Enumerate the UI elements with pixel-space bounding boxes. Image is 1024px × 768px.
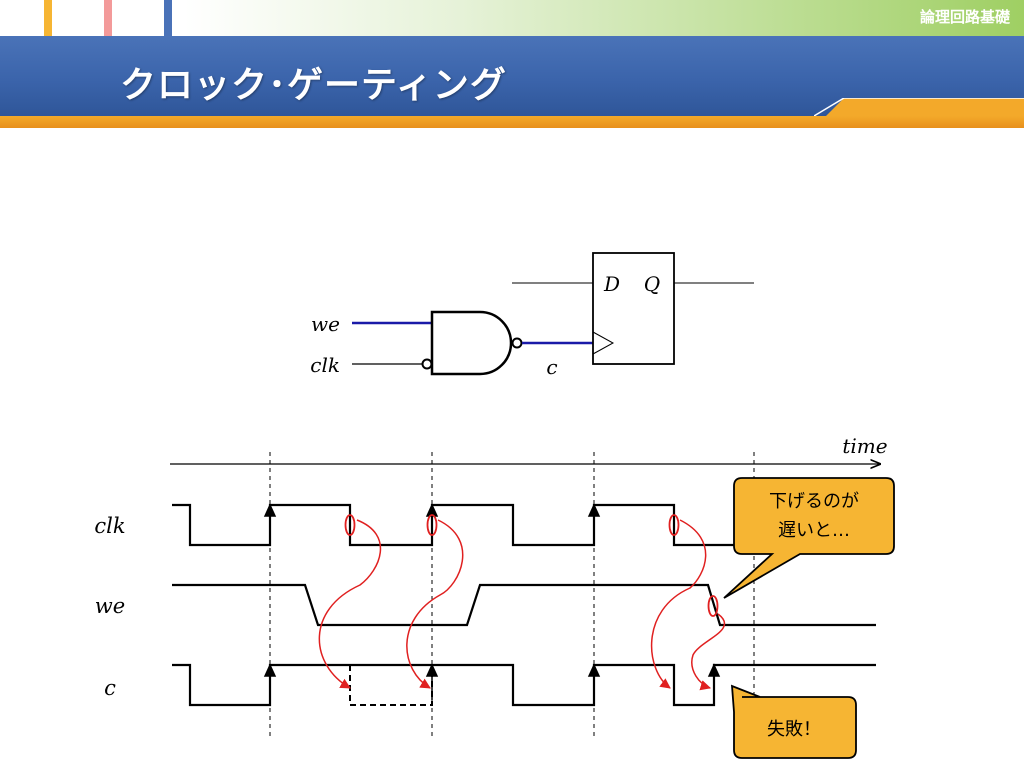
- we-late-fall-marker: [707, 595, 719, 617]
- callout-bubble: [730, 684, 857, 759]
- c-signal-label: c: [104, 676, 116, 700]
- callout-failure: 失敗！: [730, 684, 857, 759]
- clock-triangle: [592, 331, 615, 355]
- event-markers: [344, 514, 719, 617]
- slide-title: クロック･ゲーティング: [120, 65, 507, 106]
- time-axis-label: time: [842, 434, 887, 458]
- flip-flop-box: [592, 252, 675, 365]
- causal-arrow: [318, 519, 382, 689]
- input-inversion-bubble: [421, 358, 433, 370]
- ff-q-label: Q: [644, 272, 660, 296]
- accent-bar-pink: [104, 0, 112, 36]
- c-rising-edge-arrows: [263, 663, 721, 700]
- clk-waveform: [172, 503, 754, 547]
- causal-arrow: [406, 519, 464, 689]
- clk-rising-edge-arrows: [263, 503, 601, 540]
- clk-fall-marker: [344, 514, 356, 536]
- callout-bubble: [723, 477, 895, 599]
- course-title: 論理回路基礎: [919, 8, 1010, 26]
- header-strip: 論理回路基礎: [0, 0, 1024, 36]
- c-waveform: [172, 663, 876, 707]
- causal-arrows: [318, 519, 726, 691]
- causal-arrow: [650, 519, 707, 689]
- nand-gate-body: [430, 310, 513, 376]
- ff-d-label: D: [603, 272, 620, 296]
- accent-bar-blue: [164, 0, 172, 36]
- orange-strip: [0, 116, 1024, 128]
- clk-fall-marker: [668, 514, 680, 536]
- clk-signal-label: clk: [94, 514, 125, 538]
- callout-late-fall-line2: 遅いと…: [778, 520, 850, 541]
- we-input-label: we: [311, 312, 340, 336]
- c-output-label: c: [546, 355, 557, 379]
- clk-input-label: clk: [310, 353, 340, 377]
- callout-late-fall-line1: 下げるのが: [769, 491, 859, 512]
- accent-bar-orange: [44, 0, 52, 36]
- output-inversion-bubble: [511, 337, 523, 349]
- timing-diagram: time clk we c: [94, 434, 888, 738]
- we-signal-label: we: [95, 594, 125, 618]
- circuit: we clk c D Q: [310, 252, 754, 379]
- causal-arrow: [691, 613, 726, 691]
- clk-rise-marker: [426, 514, 438, 536]
- we-waveform: [172, 583, 876, 627]
- callout-late-fall: 下げるのが 遅いと…: [723, 477, 895, 599]
- c-expected-dashed: [270, 664, 433, 706]
- callout-failure-text: 失敗！: [767, 719, 821, 740]
